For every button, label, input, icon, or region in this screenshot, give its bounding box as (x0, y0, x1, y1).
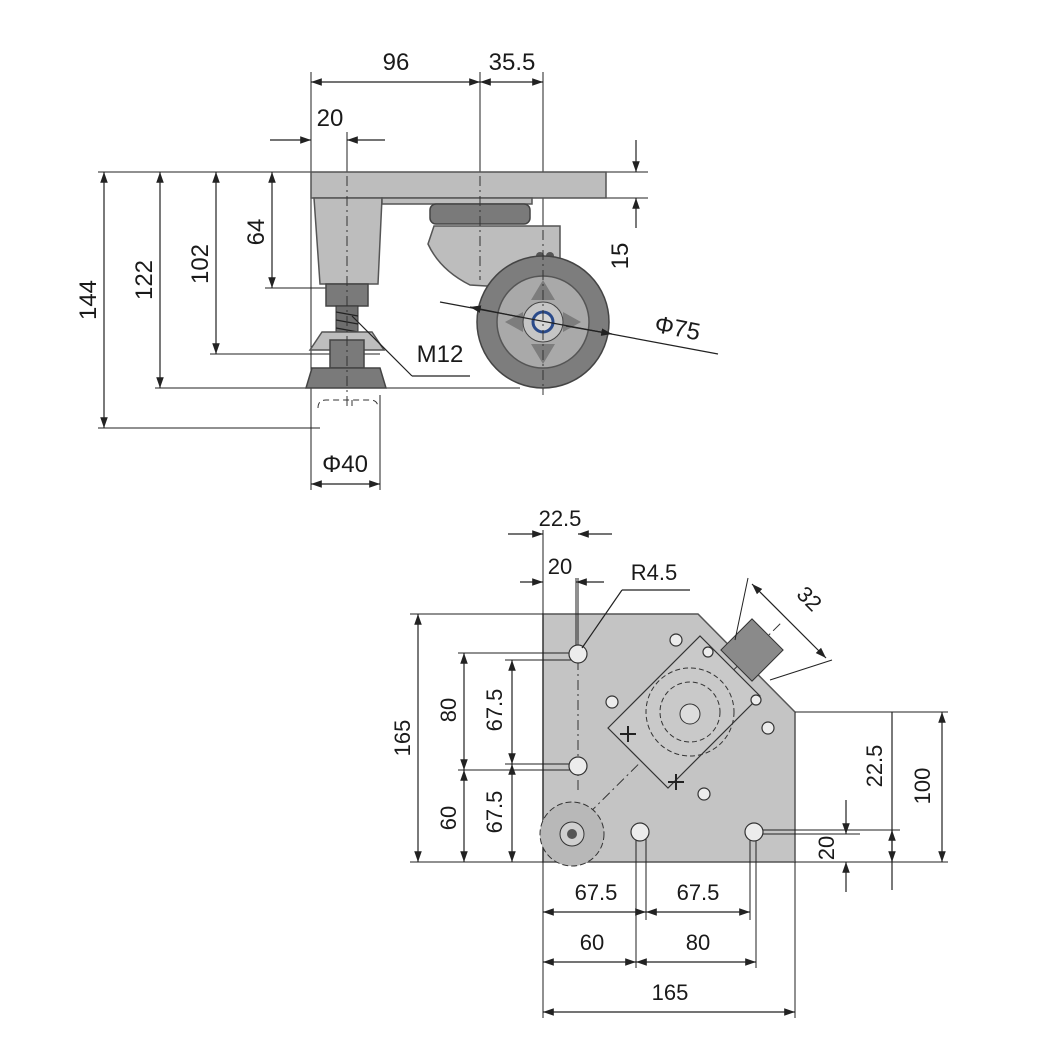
dim-165-bottom: 165 (652, 980, 689, 1005)
dim-22-5-top: 22.5 (539, 506, 582, 531)
dim-32: 32 (792, 581, 827, 616)
dim-102: 102 (187, 244, 214, 284)
dim-60-left: 60 (436, 806, 461, 830)
dim-144: 144 (75, 280, 102, 320)
dim-80-left: 80 (436, 698, 461, 722)
dim-67-5-left-lower: 67.5 (482, 791, 507, 834)
dim-96: 96 (383, 49, 410, 76)
dim-80-bottom: 80 (686, 930, 710, 955)
leveler-foot (304, 367, 388, 389)
side-view: 96 35.5 20 144 122 102 64 15 Φ75 M12 (75, 49, 719, 490)
dim-67-5-bottom-b: 67.5 (677, 880, 720, 905)
label-r4-5: R4.5 (631, 560, 677, 585)
dim-100-right: 100 (910, 768, 935, 805)
cross-marks (620, 726, 684, 790)
dim-22-5-right: 22.5 (862, 745, 887, 788)
mounting-holes (568, 633, 775, 842)
dim-20-top: 20 (548, 554, 572, 579)
dim-67-5-left-upper: 67.5 (482, 689, 507, 732)
dim-20-right: 20 (814, 836, 839, 860)
top-plate (310, 171, 607, 199)
dim-64: 64 (243, 219, 270, 246)
dim-60-bottom: 60 (580, 930, 604, 955)
dim-165-left: 165 (390, 720, 415, 757)
swivel-plate (381, 197, 533, 205)
dim-15: 15 (607, 243, 634, 270)
swivel-center (679, 703, 701, 725)
top-view: R4.5 22.5 20 32 165 80 60 67.5 67.5 100 (390, 506, 948, 1018)
dim-phi40: Φ40 (322, 451, 368, 478)
leveler-body (313, 197, 383, 285)
dim-phi75: Φ75 (652, 311, 702, 346)
dim-67-5-bottom-a: 67.5 (575, 880, 618, 905)
label-m12: M12 (417, 341, 464, 368)
dim-122: 122 (131, 260, 158, 300)
dim-20-side: 20 (317, 105, 344, 132)
dim-35-5: 35.5 (489, 49, 536, 76)
